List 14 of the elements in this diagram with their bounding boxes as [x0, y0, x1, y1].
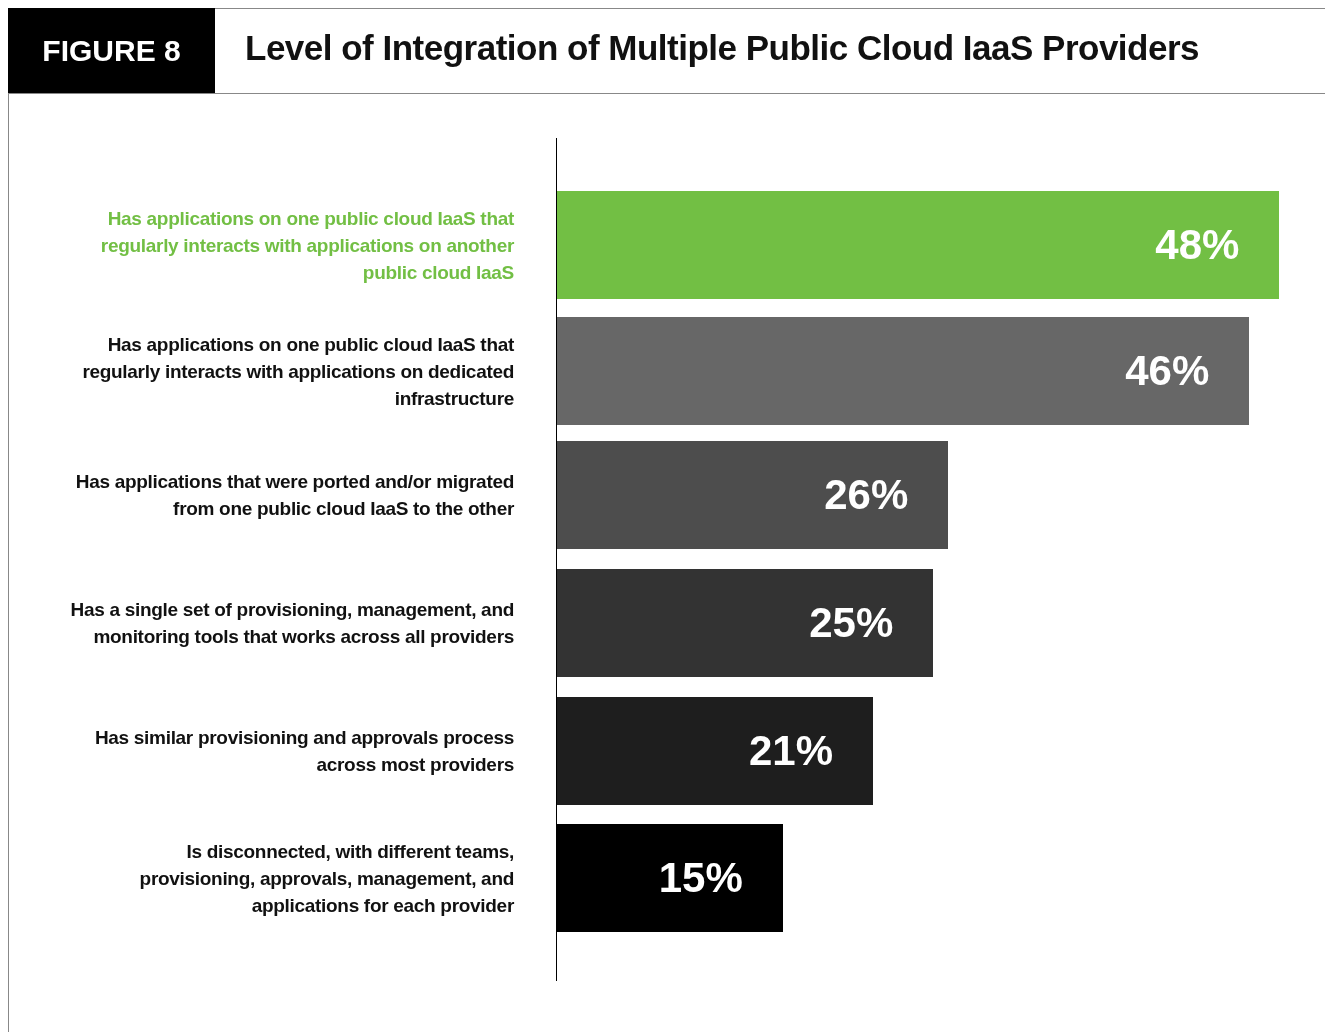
value-label: 46%	[1125, 347, 1210, 395]
category-label: Has applications on one public cloud IaaS that regularly interacts with applications on dedicated infrastructure	[81, 332, 514, 411]
figure-label: FIGURE 8	[8, 8, 215, 93]
value-label: 26%	[824, 471, 909, 519]
category-label: Has applications on one public cloud IaaS that regularly interacts with applications on another public cloud IaaS	[99, 206, 514, 285]
category-label: Is disconnected, with different teams, provisioning, approvals, management, and applications for each provider	[138, 839, 514, 918]
value-label: 48%	[1155, 221, 1240, 269]
category-label: Has a single set of provisioning, management, and monitoring tools that works across all providers	[69, 598, 514, 649]
category-label: Has applications that were ported and/or migrated from one public cloud IaaS to the other	[74, 470, 514, 521]
value-label: 21%	[749, 727, 834, 775]
value-label: 15%	[658, 854, 743, 902]
chart-title: Level of Integration of Multiple Public Cloud IaaS Providers	[245, 28, 1200, 68]
value-label: 25%	[809, 599, 894, 647]
category-label: Has similar provisioning and approvals process across most providers	[93, 726, 514, 777]
